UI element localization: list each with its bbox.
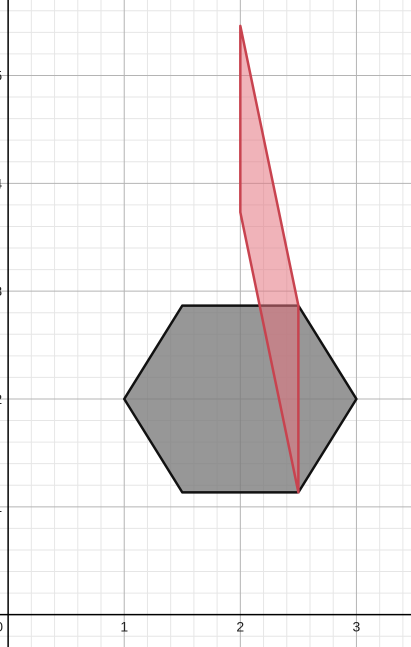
x-tick-label: 2 [236,619,244,635]
y-tick-label: 3 [0,283,2,299]
y-tick-label: 2 [0,391,2,407]
x-tick-label: 3 [353,619,361,635]
hexagon[interactable] [122,304,358,494]
red-quadrilateral[interactable] [239,24,300,494]
x-tick-label: 0 [0,619,3,635]
y-tick-label: 1 [0,499,2,515]
y-tick-label: 4 [0,175,2,191]
tick-labels: 0 1 2 3 1 2 3 4 5 [0,67,361,634]
shapes-layer [122,24,358,494]
y-tick-label: 5 [0,67,2,83]
x-tick-label: 1 [120,619,128,635]
